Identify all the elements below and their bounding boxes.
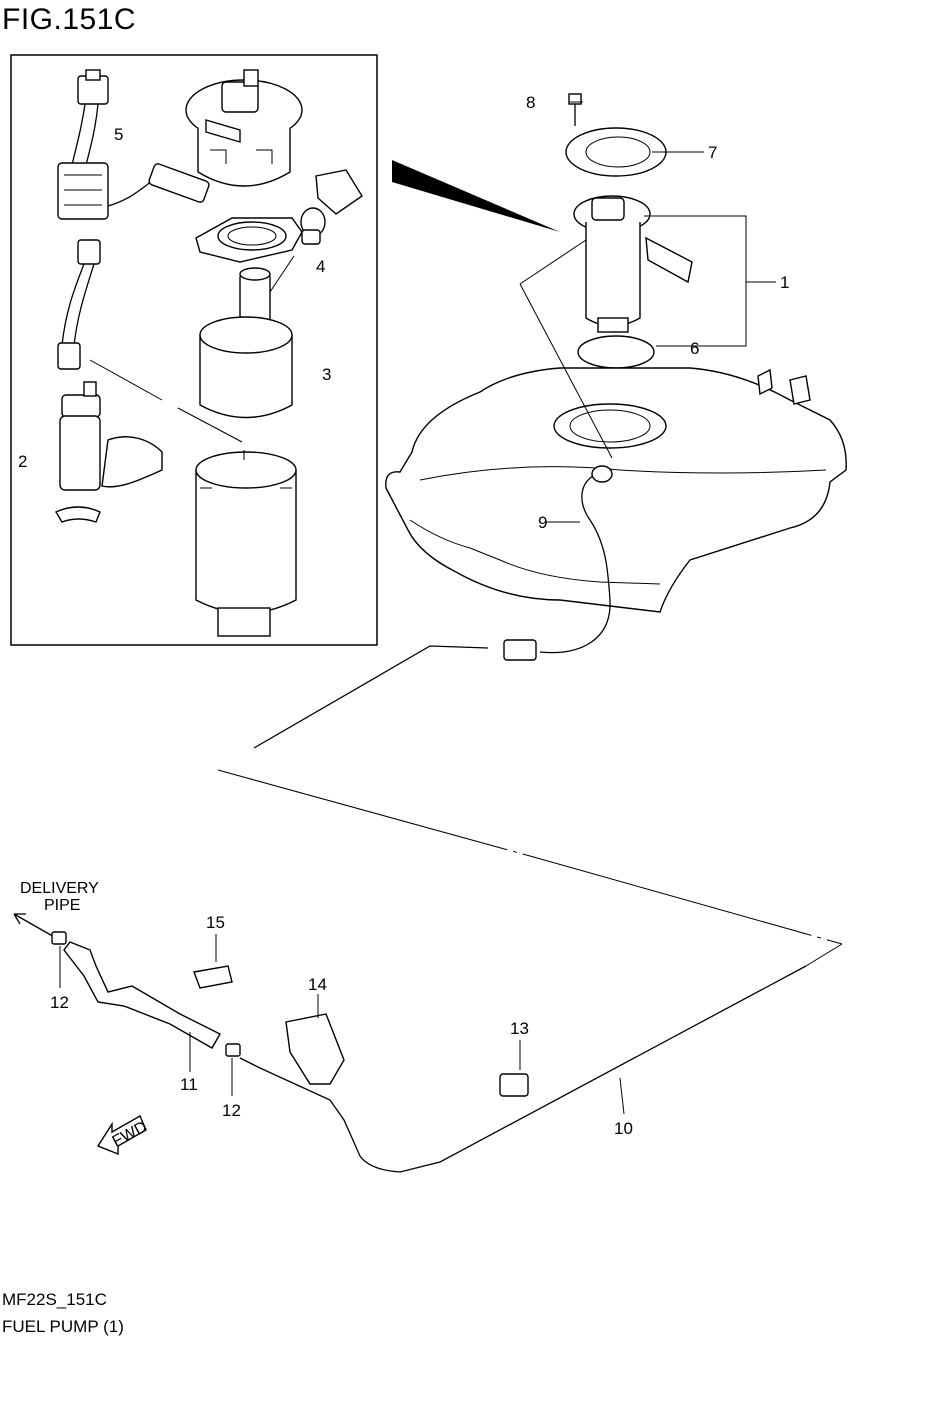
figure-title: FIG.151C [2, 3, 137, 36]
pump-housing [195, 450, 297, 637]
harness-connector-part-5 [57, 69, 210, 220]
fwd-arrow: FWD [96, 1115, 150, 1156]
fuel-tank [385, 367, 847, 613]
callout-1: 1 [780, 273, 789, 292]
callout-13: 13 [510, 1019, 529, 1038]
lower-harness [57, 239, 243, 443]
clamp-part-12-right [225, 1043, 241, 1096]
callout-9: 9 [538, 513, 547, 532]
callout-5: 5 [114, 125, 123, 144]
callout-11: 11 [180, 1075, 198, 1094]
pointer-arrow [392, 160, 560, 232]
callout-3: 3 [322, 365, 331, 384]
hose-part-11 [63, 941, 221, 1072]
caption-name: FUEL PUMP (1) [2, 1317, 124, 1336]
fitting-part-4 [253, 169, 363, 317]
pump-motor-part-2 [54, 381, 163, 523]
callout-12-right: 12 [222, 1101, 241, 1120]
pump-head-inset [185, 69, 303, 187]
figure-caption: MF22S_151C FUEL PUMP (1) [2, 1286, 124, 1340]
hose-part-9 [253, 465, 613, 749]
seal-ring-part-6 [577, 335, 655, 369]
fuel-pump-module-part-1 [573, 195, 693, 333]
callout-8: 8 [526, 93, 535, 112]
callout-15: 15 [206, 913, 225, 932]
reservoir-cup-part-3 [199, 267, 293, 419]
clip-part-15 [193, 934, 233, 989]
flange-plate [195, 217, 303, 263]
callout-14: 14 [308, 975, 327, 994]
retaining-ring-part-7 [565, 127, 667, 177]
bracket-part-14 [285, 994, 345, 1085]
delivery-pipe-arrow [13, 913, 57, 939]
callout-4: 4 [316, 257, 325, 276]
callout-6: 6 [690, 339, 699, 358]
bolt-part-8 [568, 93, 582, 126]
callout-7: 7 [708, 143, 717, 162]
caption-code: MF22S_151C [2, 1290, 107, 1309]
clip-part-13 [499, 1040, 529, 1097]
callout-2: 2 [18, 452, 27, 471]
delivery-pipe-label-line1: DELIVERY [20, 880, 99, 897]
clamp-part-12-left [51, 931, 67, 988]
callout-10: 10 [614, 1119, 633, 1138]
detail-inset-box [10, 54, 378, 646]
callout-12-left: 12 [50, 993, 69, 1012]
fuel-line-part-10 [239, 965, 807, 1173]
delivery-pipe-label-line2: PIPE [44, 897, 80, 914]
